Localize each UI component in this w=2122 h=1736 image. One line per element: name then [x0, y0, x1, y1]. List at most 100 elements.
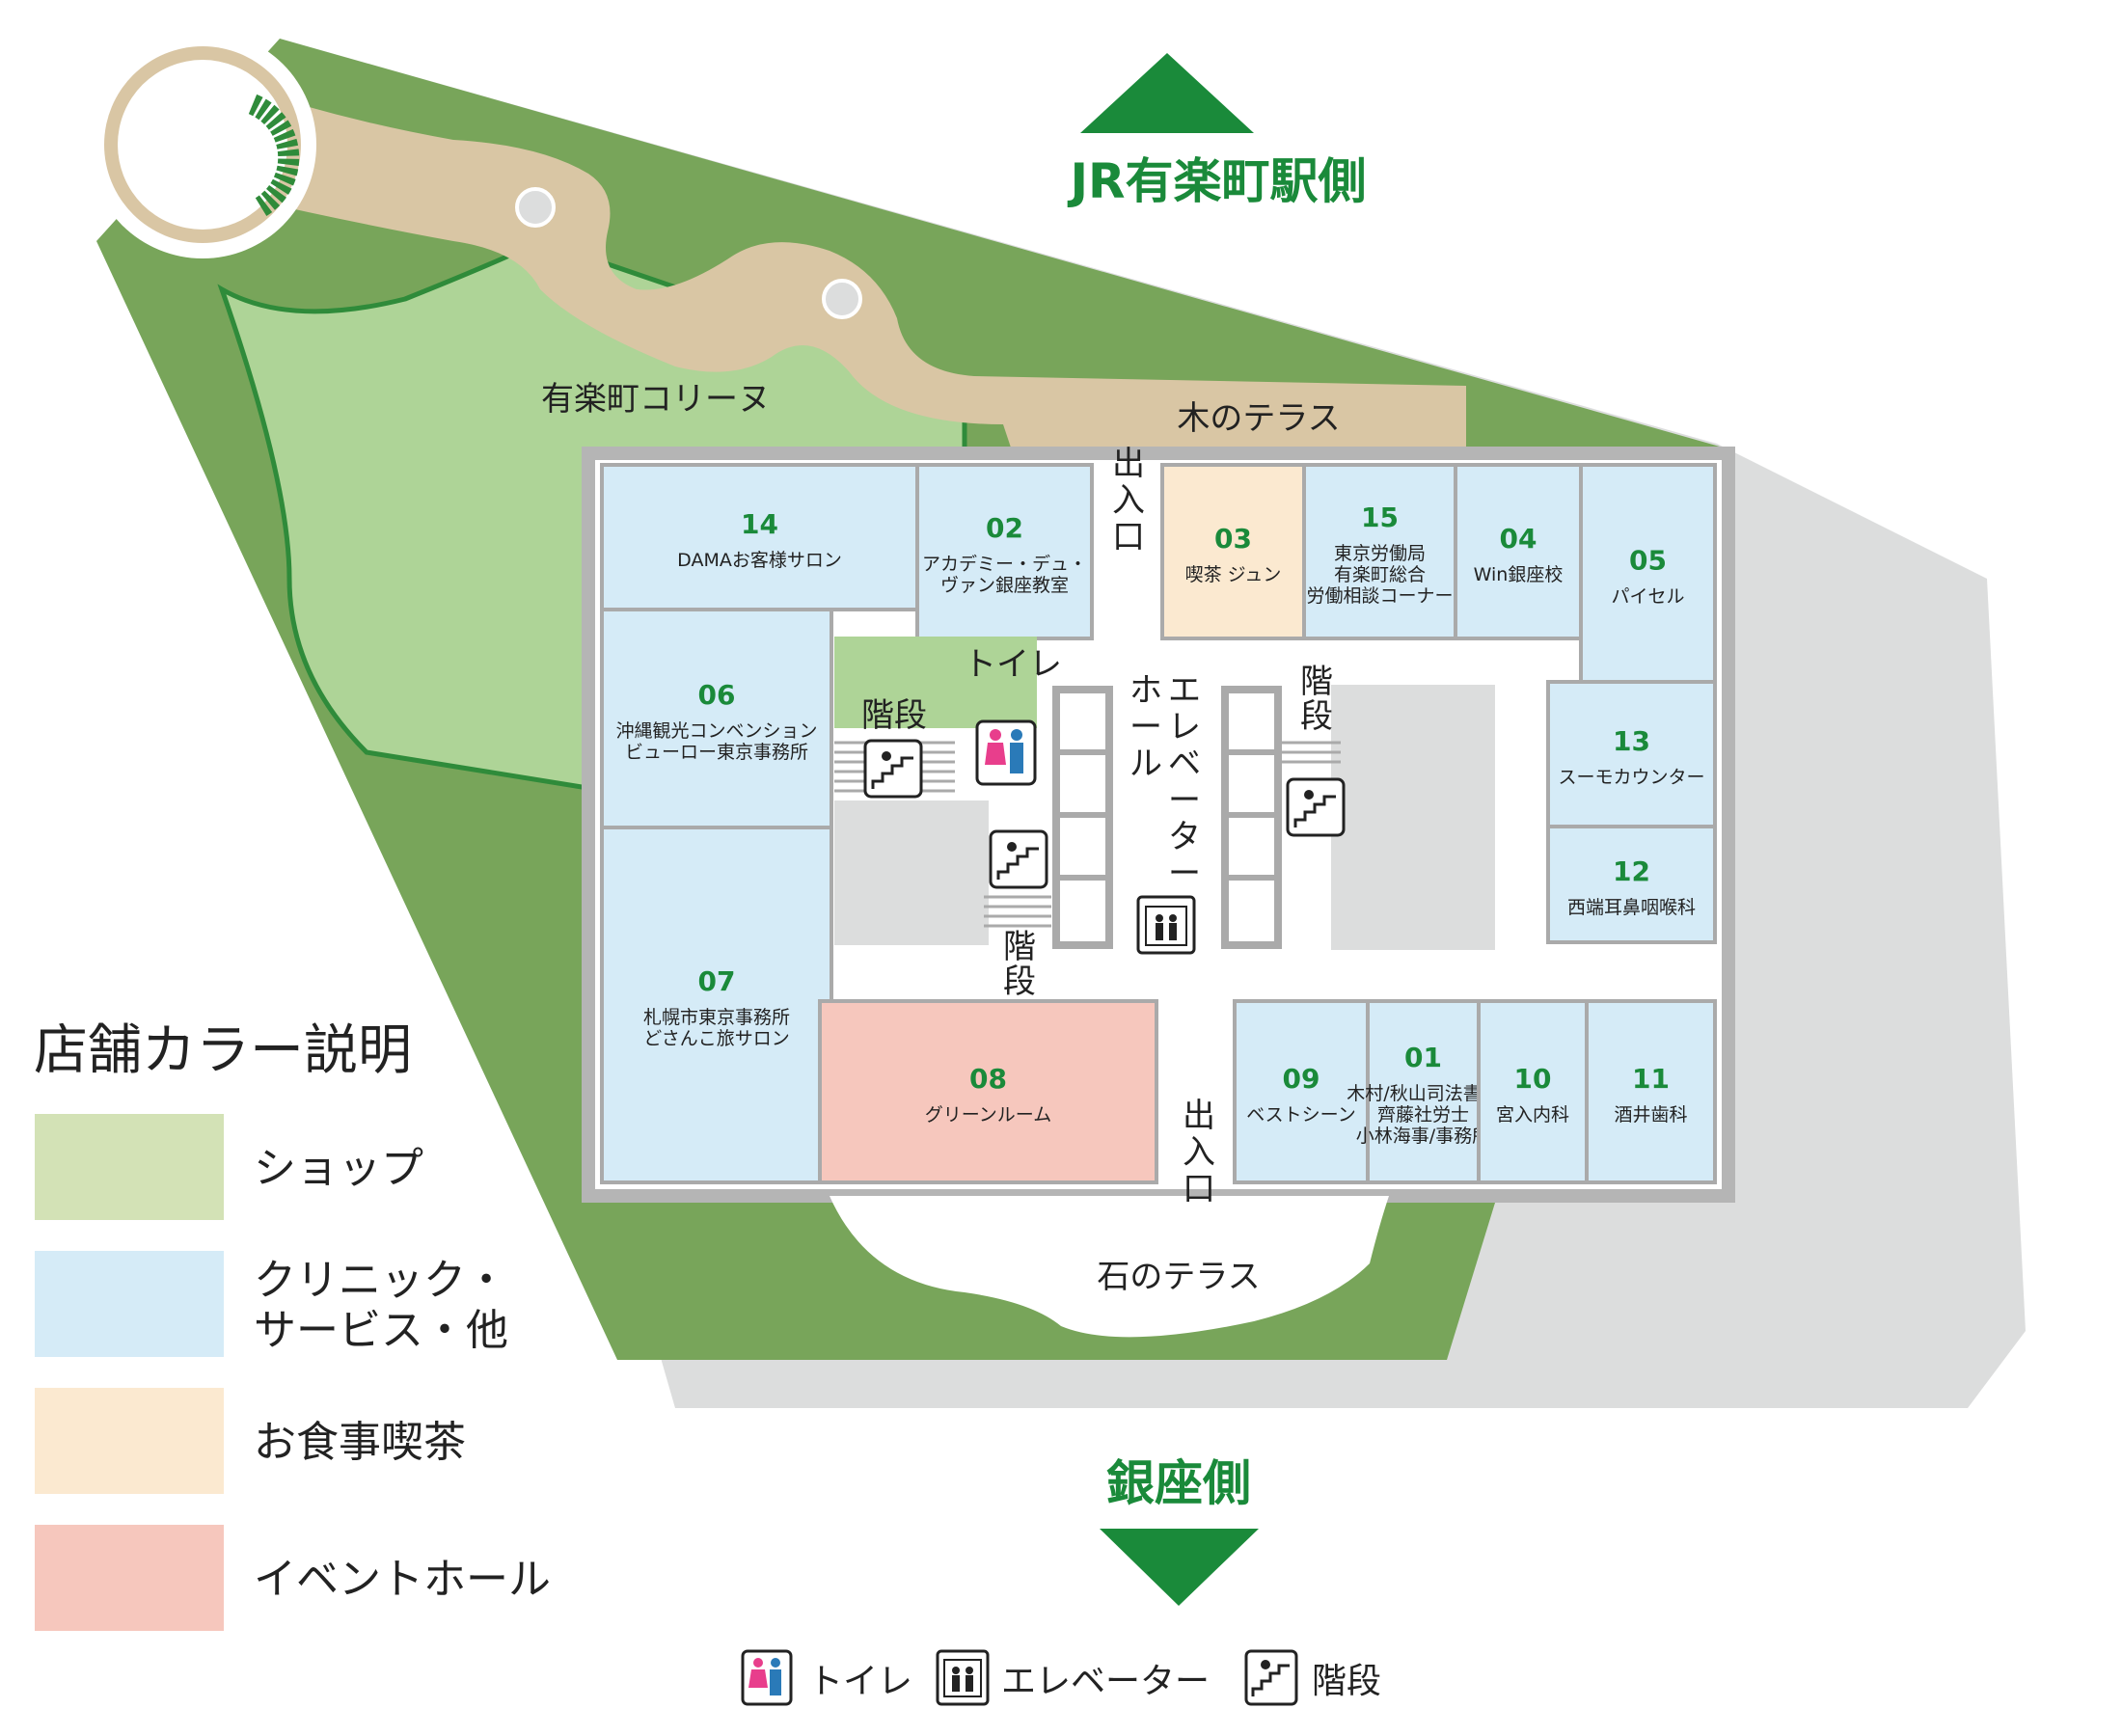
store-block [1454, 463, 1583, 640]
store-name: グリーンルーム [925, 1104, 1051, 1126]
store-block [600, 608, 833, 829]
store-number: 04 [1500, 523, 1537, 555]
store-number: 08 [969, 1063, 1007, 1095]
store-block [1233, 999, 1370, 1184]
store-name: ベストシーン [1246, 1104, 1355, 1126]
store-number: 07 [698, 965, 736, 997]
entrance-label-north: 出 [1112, 445, 1145, 483]
store-03[interactable]: 03 喫茶 ジュン [1160, 463, 1306, 640]
legend-label: クリニック・ [254, 1256, 507, 1305]
store-number: 13 [1613, 725, 1650, 757]
store-name: 東京労働局 [1334, 543, 1426, 564]
store-block [818, 999, 1158, 1184]
stairs-label-center: 階 [1003, 928, 1036, 966]
stairs-icon [1286, 777, 1346, 837]
store-name: パイセル [1611, 586, 1684, 608]
legend-item: クリニック・サービス・他 [35, 1251, 508, 1357]
elevator-hall-label: ル [1129, 745, 1162, 783]
stairs-label-center: 段 [1003, 963, 1036, 1001]
north-direction: JR有楽町駅側 [1067, 153, 1366, 209]
store-09[interactable]: 09 ベストシーン [1233, 999, 1370, 1184]
store-name: 労働相談コーナー [1306, 585, 1453, 607]
wood-terrace-label: 木のテラス [1177, 399, 1340, 438]
seating-arc [248, 94, 300, 217]
lamp-1 [515, 187, 556, 228]
elevator-shafts-left [1052, 686, 1113, 949]
store-number: 06 [698, 679, 736, 711]
store-number: 09 [1283, 1063, 1320, 1095]
entrance-label-north: 入 [1112, 481, 1145, 520]
store-05[interactable]: 05 パイセル [1579, 463, 1717, 684]
entrance-label-south: 口 [1183, 1170, 1215, 1208]
stairs-icon [863, 739, 923, 799]
store-08[interactable]: 08 グリーンルーム [818, 999, 1158, 1184]
walking-path [203, 72, 1466, 453]
lamp-2 [822, 279, 862, 319]
legend-item: お食事喫茶 [35, 1388, 466, 1494]
store-name: ヴァン銀座教室 [940, 575, 1069, 596]
elevator-hall-label: ー [1168, 781, 1201, 820]
legend-item: イベントホール [35, 1525, 551, 1631]
store-name: DAMAお客様サロン [677, 550, 842, 571]
elevator-hall-label: ベ [1168, 745, 1201, 783]
entrance-label-south: 出 [1183, 1097, 1215, 1135]
store-name: スーモカウンター [1558, 767, 1704, 788]
legend-label: サービス・他 [254, 1306, 508, 1355]
elevator-hall-label: ー [1168, 854, 1201, 893]
south-direction: 銀座側 [1106, 1455, 1251, 1511]
store-number: 03 [1214, 523, 1252, 555]
elevator-hall-label: エ [1168, 671, 1201, 710]
store-number: 12 [1613, 855, 1650, 887]
store-name: 喫茶 ジュン [1185, 564, 1282, 585]
store-name: アカデミー・デュ・ [922, 554, 1087, 575]
stone-terrace-label: 石のテラス [1097, 1258, 1260, 1296]
store-block [915, 463, 1094, 640]
store-block [1302, 463, 1457, 640]
toilet-icon [975, 719, 1037, 786]
stairs-icon [989, 829, 1048, 889]
store-number: 05 [1629, 545, 1667, 577]
store-name: 木村/秋山司法書士 [1347, 1083, 1499, 1104]
store-name: 沖縄観光コンベンション [615, 720, 817, 742]
store-13[interactable]: 13 スーモカウンター [1546, 680, 1717, 828]
elevator-shafts-right [1221, 686, 1282, 949]
store-number: 02 [986, 512, 1023, 544]
legend-item: ショップ [35, 1114, 423, 1220]
store-block [1160, 463, 1306, 640]
stairs-label-left: 階段 [861, 696, 927, 735]
corinne-label: 有楽町コリーヌ [541, 380, 771, 419]
icon-legend: トイレ エレベーター 階段 [741, 1649, 1381, 1706]
south-arrow-icon [1100, 1529, 1259, 1606]
store-02[interactable]: 02 アカデミー・デュ・ヴァン銀座教室 [915, 463, 1094, 640]
entrance-label-north: 口 [1112, 518, 1145, 556]
elevator-icon [936, 1649, 990, 1706]
store-name: 札幌市東京事務所 [643, 1007, 790, 1028]
store-name: 宮入内科 [1496, 1104, 1569, 1126]
store-block [600, 826, 833, 1184]
elevator-icon [1136, 895, 1196, 955]
core-right [1331, 685, 1495, 950]
stair-block-left [834, 800, 989, 945]
svg-text:階段: 階段 [1312, 1662, 1381, 1701]
legend-label: お食事喫茶 [254, 1418, 466, 1467]
store-number: 14 [741, 508, 778, 540]
legend-swatch [35, 1388, 224, 1494]
elevator-hall-label: ホ [1129, 671, 1162, 710]
store-block [1585, 999, 1717, 1184]
stair-area-left [834, 637, 1037, 728]
legend-label: ショップ [254, 1144, 423, 1193]
stone-terrace [830, 1196, 1389, 1338]
store-block [1366, 999, 1481, 1184]
legend-swatch [35, 1114, 224, 1220]
legend-swatch [35, 1525, 224, 1631]
store-number: 01 [1404, 1042, 1442, 1073]
